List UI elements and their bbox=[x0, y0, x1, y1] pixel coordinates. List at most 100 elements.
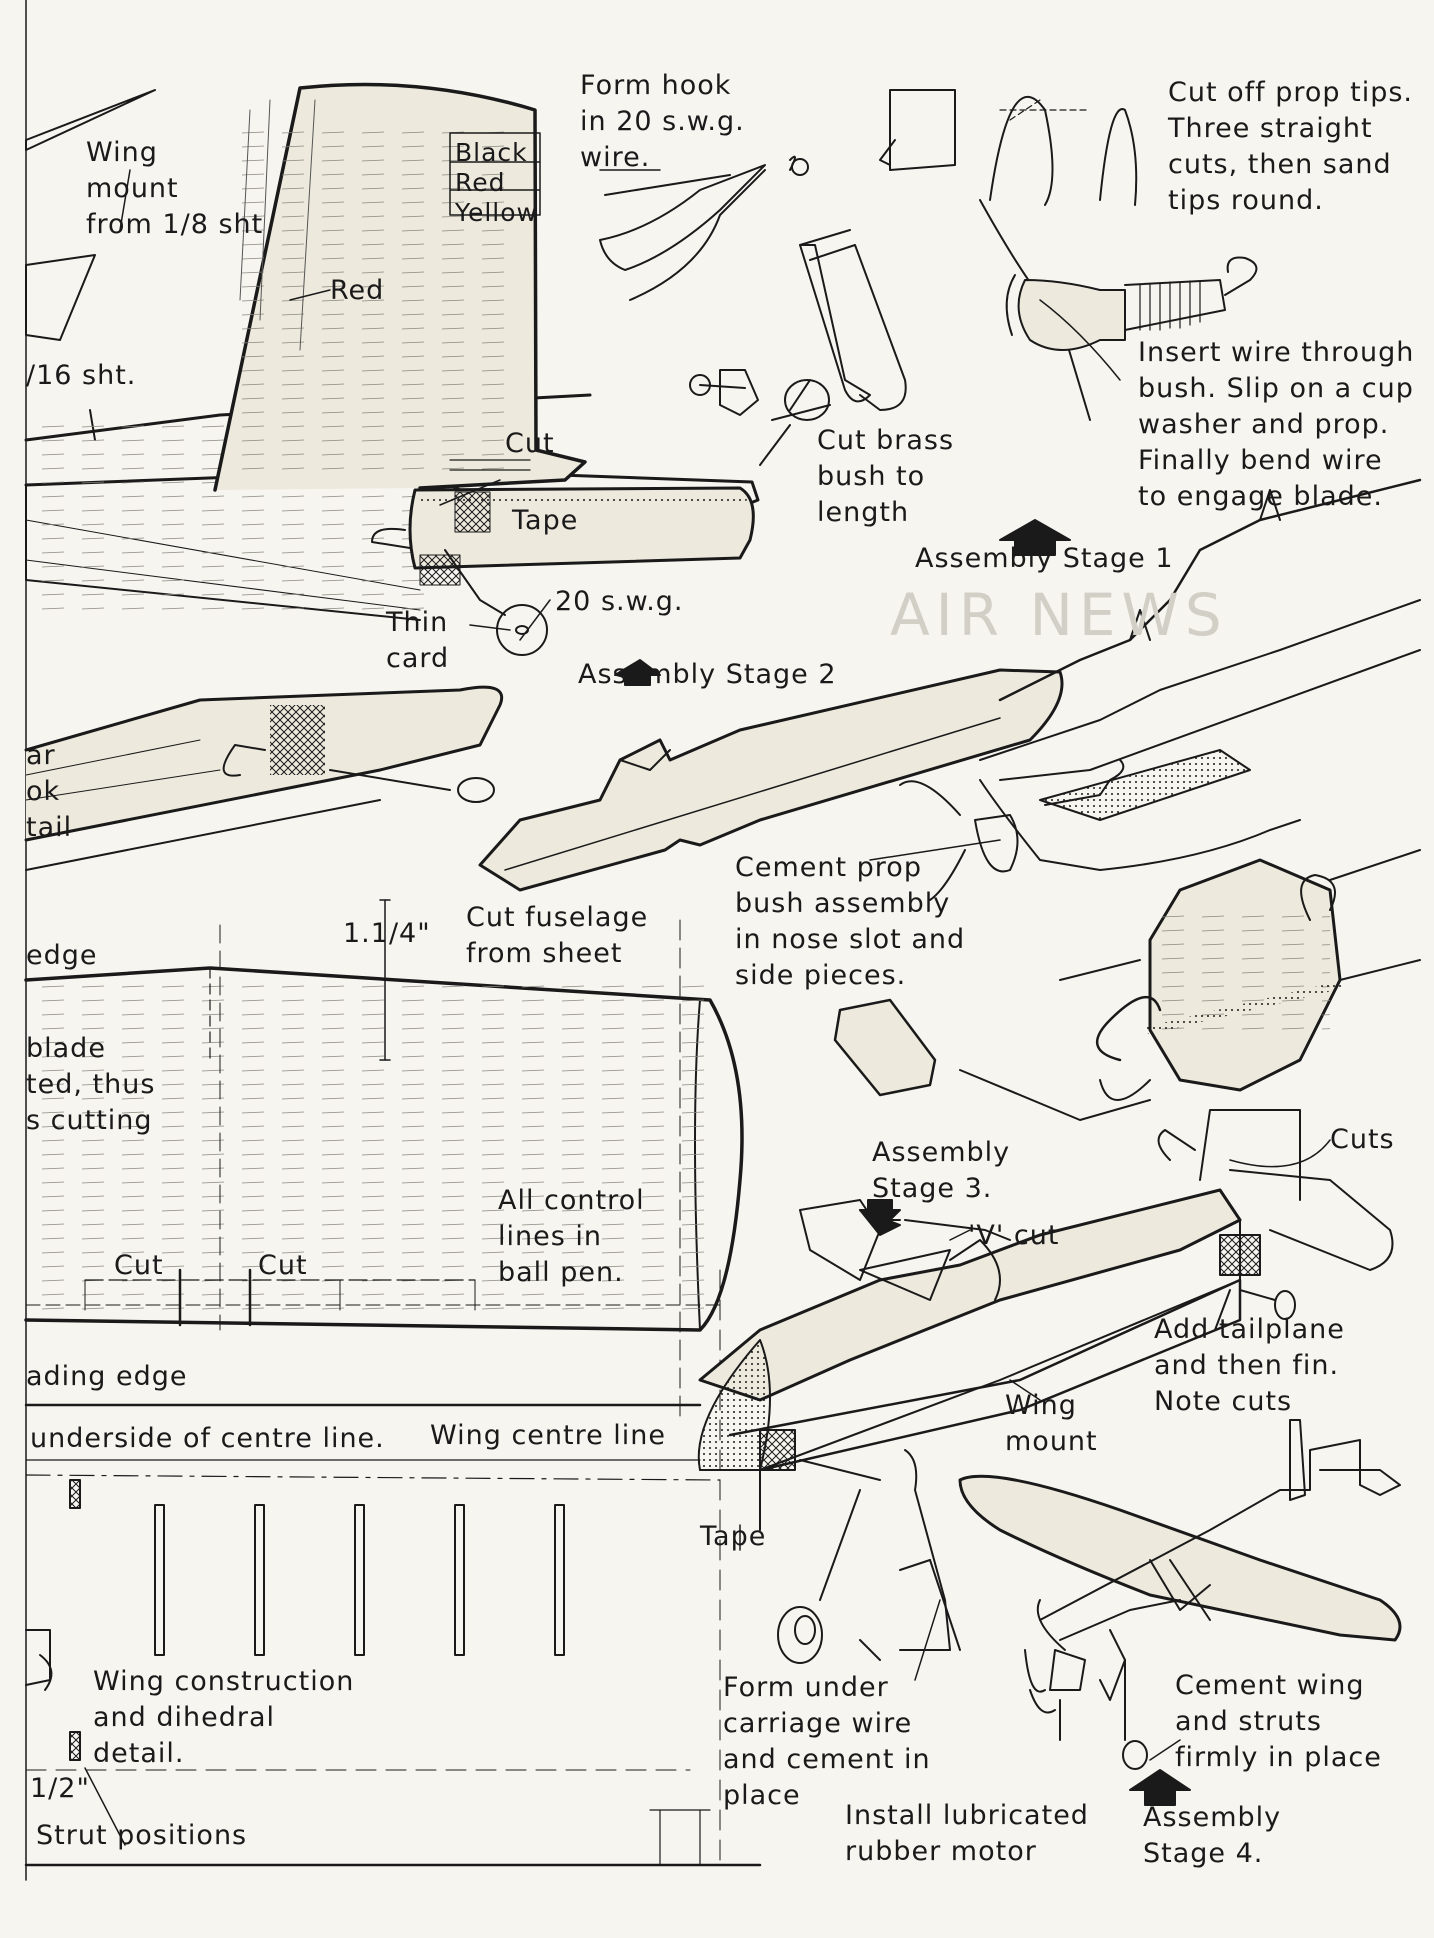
cement-prop-label: Cement prop bush assembly in nose slot a… bbox=[735, 850, 965, 994]
leading-edge-label: ading edge bbox=[26, 1361, 188, 1392]
fin-colors-label: Black Red Yellow bbox=[455, 138, 538, 228]
blade-partial-label: blade ted, thus s cutting bbox=[26, 1031, 155, 1139]
control-lines-line-2: lines in bbox=[498, 1221, 602, 1252]
control-lines-label: All control lines in ball pen. bbox=[498, 1183, 645, 1291]
wing-mount-label: Wing mount from 1/8 sht bbox=[86, 135, 263, 243]
fuselage-tail-mid bbox=[24, 685, 503, 871]
stage2-side-pieces bbox=[979, 478, 1422, 871]
edge-partial-label: edge bbox=[26, 940, 98, 971]
leader-lines bbox=[119, 169, 1331, 1761]
wire-20swg-label: 20 s.w.g. bbox=[555, 586, 684, 617]
undercarriage-wire bbox=[777, 1449, 961, 1664]
blade-partial-line-2: ted, thus bbox=[26, 1069, 156, 1100]
tail-hook-partial-line-3: tail bbox=[26, 812, 73, 843]
wing-mount-lower-line-2: mount bbox=[1005, 1426, 1098, 1457]
tape-label-lower: Tape bbox=[700, 1521, 767, 1552]
form-under-label: Form under carriage wire and cement in p… bbox=[723, 1670, 931, 1814]
prop-tips-label: Cut off prop tips. Three straight cuts, … bbox=[1168, 75, 1413, 219]
fin-color-red: Red bbox=[455, 168, 506, 197]
fin-color-black: Black bbox=[455, 138, 528, 167]
nose-slot-detail bbox=[959, 849, 1421, 1121]
cut-brass-label: Cut brass bush to length bbox=[817, 423, 954, 531]
prop-tips-line-2: Three straight bbox=[1168, 113, 1373, 144]
cement-prop-line-3: in nose slot and bbox=[735, 924, 966, 955]
wing-mount-lower-line-1: Wing bbox=[1005, 1390, 1077, 1421]
stage3-line-1: Assembly bbox=[872, 1137, 1011, 1168]
form-under-line-2: carriage wire bbox=[723, 1708, 913, 1739]
form-hook-line-3: wire. bbox=[580, 142, 651, 173]
cut-brass-line-2: bush to bbox=[817, 461, 926, 492]
control-lines-line-1: All control bbox=[498, 1185, 645, 1216]
blade-partial-line-1: blade bbox=[26, 1033, 106, 1064]
cut-fuselage-label: Cut fuselage from sheet bbox=[466, 900, 648, 972]
add-tailplane-line-3: Note cuts bbox=[1154, 1386, 1293, 1417]
form-hook-line-1: Form hook bbox=[580, 70, 732, 101]
pliers bbox=[599, 155, 809, 301]
thin-card-line-1: Thin bbox=[386, 607, 449, 638]
insert-wire-line-2: bush. Slip on a cup bbox=[1138, 373, 1414, 404]
add-tailplane-label: Add tailplane and then fin. Note cuts bbox=[1154, 1312, 1345, 1420]
prop-tips-line-4: tips round. bbox=[1168, 185, 1324, 216]
assembly-stage-2-label: Assembly Stage 2 bbox=[578, 659, 837, 690]
cement-wing-line-1: Cement wing bbox=[1175, 1670, 1365, 1701]
cut-fuselage-line-1: Cut fuselage bbox=[466, 902, 649, 933]
wing-construction-line-3: detail. bbox=[93, 1738, 185, 1769]
cement-prop-line-2: bush assembly bbox=[735, 888, 951, 919]
wing-mount-line-1: Wing bbox=[86, 137, 158, 168]
stage4-line-1: Assembly bbox=[1143, 1802, 1282, 1833]
saw bbox=[799, 229, 907, 411]
fuselage-side-main bbox=[24, 899, 744, 1421]
assembly-stage-1-label: Assembly Stage 1 bbox=[915, 543, 1174, 574]
add-tailplane-line-1: Add tailplane bbox=[1154, 1314, 1345, 1345]
stage4-line-2: Stage 4. bbox=[1143, 1838, 1264, 1869]
wing-construction-line-2: and dihedral bbox=[93, 1702, 276, 1733]
cement-prop-line-1: Cement prop bbox=[735, 852, 922, 883]
side-piece-block bbox=[833, 998, 937, 1097]
form-under-line-3: and cement in bbox=[723, 1744, 931, 1775]
sixteenth-sheet-label: /16 sht. bbox=[26, 360, 137, 391]
insert-wire-line-3: washer and prop. bbox=[1138, 409, 1390, 440]
stage1-arrow bbox=[999, 519, 1071, 556]
v-cut-label: 'V' cut bbox=[968, 1220, 1060, 1251]
tail-hook-partial-label: ar ok tail bbox=[26, 738, 72, 846]
wing-construction-label: Wing construction and dihedral detail. bbox=[93, 1664, 354, 1772]
insert-wire-line-4: Finally bend wire bbox=[1138, 445, 1383, 476]
cut-label-left: Cut bbox=[114, 1250, 164, 1281]
form-under-line-1: Form under bbox=[723, 1672, 889, 1703]
stage2-nose-prop bbox=[899, 759, 1125, 901]
wing-centre-line-label: Wing centre line bbox=[430, 1420, 667, 1451]
strut-positions-label: Strut positions bbox=[36, 1820, 248, 1851]
half-inch-label: 1/2" bbox=[30, 1773, 90, 1804]
cut-brass-line-1: Cut brass bbox=[817, 425, 955, 456]
stage3-arrow bbox=[859, 1199, 901, 1231]
install-rubber-line-2: rubber motor bbox=[845, 1836, 1037, 1867]
fin-drawing bbox=[213, 82, 587, 492]
prop-bush-assembly bbox=[979, 199, 1258, 421]
install-rubber-line-1: Install lubricated bbox=[845, 1800, 1089, 1831]
control-lines-line-3: ball pen. bbox=[498, 1257, 624, 1288]
faint-heading: AIR NEWS bbox=[890, 581, 1228, 649]
stage3-lower-fuselage bbox=[728, 1278, 1242, 1531]
underside-label: underside of centre line. bbox=[30, 1423, 385, 1454]
cement-prop-line-4: side pieces. bbox=[735, 960, 907, 991]
brass-bush-tool bbox=[879, 89, 956, 171]
tail-hook-partial-line-1: ar bbox=[26, 740, 56, 771]
stage3-line-2: Stage 3. bbox=[872, 1173, 993, 1204]
tailplane-side bbox=[371, 486, 755, 586]
wing-mount-line-3: from 1/8 sht bbox=[86, 209, 264, 240]
tail-hook-partial-line-2: ok bbox=[26, 776, 61, 807]
stage2-fuselage bbox=[478, 659, 1064, 892]
insert-wire-line-1: Insert wire through bbox=[1138, 337, 1415, 368]
wing-mount-line-2: mount bbox=[86, 173, 179, 204]
cuts-label: Cuts bbox=[1330, 1124, 1395, 1155]
fin-red-label: Red bbox=[330, 275, 385, 306]
thin-card-label: Thin card bbox=[386, 605, 449, 677]
cut-label-right: Cut bbox=[258, 1250, 308, 1281]
cement-wing-line-2: and struts bbox=[1175, 1706, 1322, 1737]
blade-partial-line-3: s cutting bbox=[26, 1105, 153, 1136]
prop-tips-line-1: Cut off prop tips. bbox=[1168, 77, 1414, 108]
form-hook-line-2: in 20 s.w.g. bbox=[580, 106, 745, 137]
dimension-label: 1.1/4" bbox=[343, 918, 431, 949]
